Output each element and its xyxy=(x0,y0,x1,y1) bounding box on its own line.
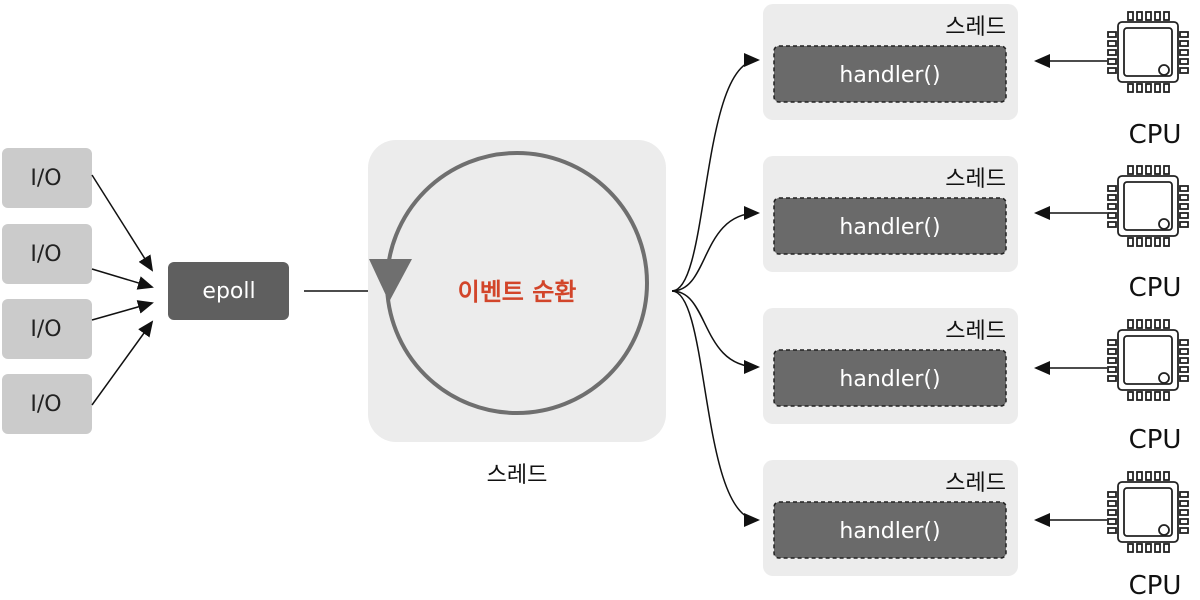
epoll-box xyxy=(168,262,289,320)
io-arrow xyxy=(91,300,154,321)
io-label: I/O xyxy=(30,317,61,342)
worker-thread: 스레드 handler() xyxy=(763,308,1018,424)
worker-thread-label: 스레드 xyxy=(945,319,1006,344)
io-arrow xyxy=(91,174,154,272)
dispatch-arrow xyxy=(671,290,760,374)
io-box xyxy=(2,299,92,359)
handler-label: handler() xyxy=(839,63,940,88)
io-to-epoll-arrows xyxy=(91,174,154,406)
epoll-label: epoll xyxy=(202,279,255,304)
handler-label: handler() xyxy=(839,519,940,544)
dispatch-arrow xyxy=(671,53,760,292)
worker-thread-label: 스레드 xyxy=(945,15,1006,40)
worker-thread-label: 스레드 xyxy=(945,471,1006,496)
worker-thread-label: 스레드 xyxy=(945,167,1006,192)
io-box xyxy=(2,374,92,434)
cpu-chip-icon xyxy=(1107,165,1189,247)
handler-box xyxy=(773,349,1007,407)
io-source: I/O xyxy=(2,299,92,359)
handler-box xyxy=(773,501,1007,559)
handler-label: handler() xyxy=(839,367,940,392)
event-loop-panel xyxy=(368,140,666,442)
cpu-chip-icon xyxy=(1107,319,1189,401)
io-source: I/O xyxy=(2,224,92,284)
cpu-chip-icon xyxy=(1107,471,1189,553)
io-box xyxy=(2,148,92,208)
worker-thread: 스레드 handler() xyxy=(763,4,1018,120)
dispatch-arrow xyxy=(671,290,760,527)
io-label: I/O xyxy=(30,166,61,191)
worker-thread: 스레드 handler() xyxy=(763,460,1018,576)
io-label: I/O xyxy=(30,242,61,267)
dispatch-arrows xyxy=(671,53,760,527)
handler-box xyxy=(773,45,1007,103)
dispatch-arrow xyxy=(671,206,760,292)
cpu-label: CPU xyxy=(1129,425,1182,455)
cpu-label: CPU xyxy=(1129,120,1182,150)
io-arrow xyxy=(91,268,154,290)
io-source: I/O xyxy=(2,374,92,434)
loop-direction-arrowhead xyxy=(369,259,412,302)
worker-thread: 스레드 handler() xyxy=(763,156,1018,272)
event-loop-label: 이벤트 순환 xyxy=(458,278,577,306)
io-box xyxy=(2,224,92,284)
event-loop-thread: 이벤트 순환 xyxy=(368,140,666,442)
event-loop-thread-label: 스레드 xyxy=(487,463,548,488)
cpu-chip-icon xyxy=(1107,11,1189,93)
handler-label: handler() xyxy=(839,215,940,240)
handler-box xyxy=(773,197,1007,255)
cpu-label: CPU xyxy=(1129,571,1182,600)
io-source: I/O xyxy=(2,148,92,208)
io-label: I/O xyxy=(30,392,61,417)
epoll-node: epoll xyxy=(168,262,289,320)
io-arrow xyxy=(91,320,154,406)
cpu-label: CPU xyxy=(1129,273,1182,303)
